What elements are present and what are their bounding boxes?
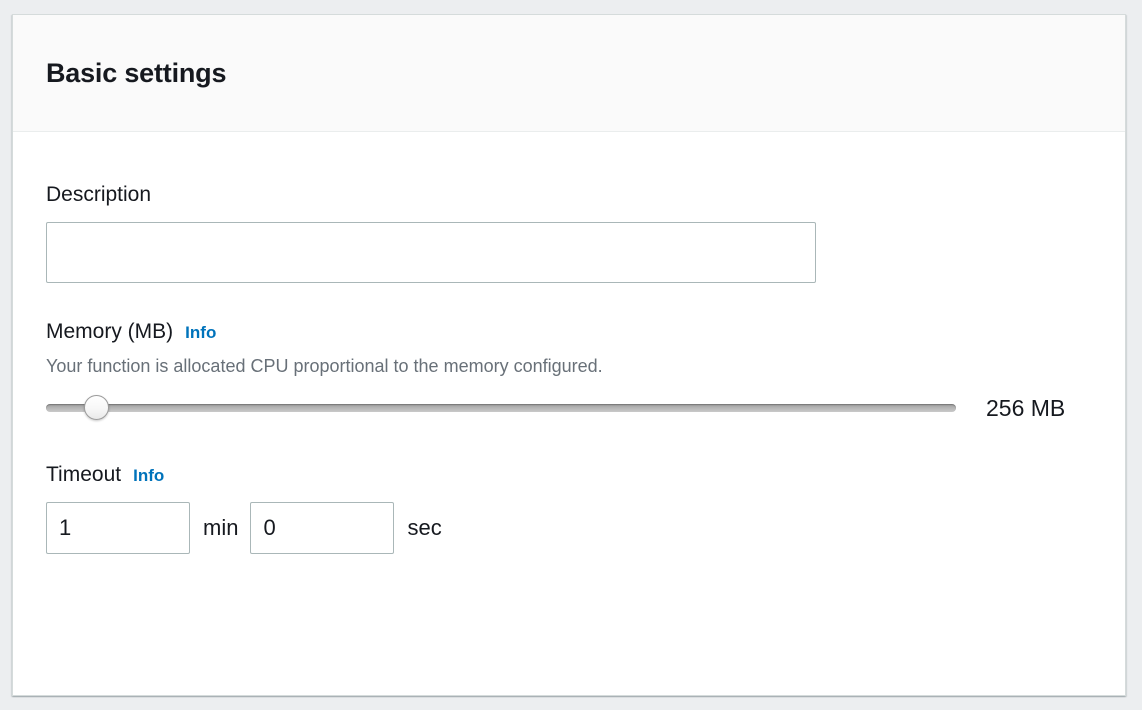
slider-thumb[interactable] <box>84 395 109 421</box>
timeout-minutes-input[interactable] <box>46 502 190 555</box>
panel-body: Description Memory (MB) Info Your functi… <box>13 132 1125 555</box>
memory-slider-row: 256 MB <box>46 395 1125 422</box>
memory-info-link[interactable]: Info <box>185 323 217 343</box>
slider-track[interactable] <box>46 404 956 413</box>
memory-value-label: 256 MB <box>986 394 1066 421</box>
timeout-info-link[interactable]: Info <box>133 465 165 485</box>
description-label-row: Description <box>46 182 1125 208</box>
memory-label-row: Memory (MB) Info <box>46 319 1125 345</box>
timeout-seconds-input[interactable] <box>250 502 395 555</box>
memory-field: Memory (MB) Info Your function is alloca… <box>46 319 1125 422</box>
memory-slider[interactable] <box>46 395 956 421</box>
memory-description: Your function is allocated CPU proportio… <box>46 355 603 376</box>
description-label: Description <box>46 183 152 206</box>
timeout-seconds-unit: sec <box>407 515 442 541</box>
basic-settings-panel: Basic settings Description Memory (MB) I… <box>12 14 1126 696</box>
timeout-label: Timeout <box>46 462 122 486</box>
timeout-field: Timeout Info min sec <box>46 462 1125 555</box>
memory-label: Memory (MB) <box>46 320 174 344</box>
page-title: Basic settings <box>46 57 227 88</box>
timeout-inputs-row: min sec <box>46 502 1125 555</box>
description-input[interactable] <box>46 222 816 284</box>
timeout-minutes-unit: min <box>203 515 239 541</box>
panel-header: Basic settings <box>13 15 1125 132</box>
description-field: Description <box>46 182 1125 284</box>
timeout-label-row: Timeout Info <box>46 462 1125 488</box>
